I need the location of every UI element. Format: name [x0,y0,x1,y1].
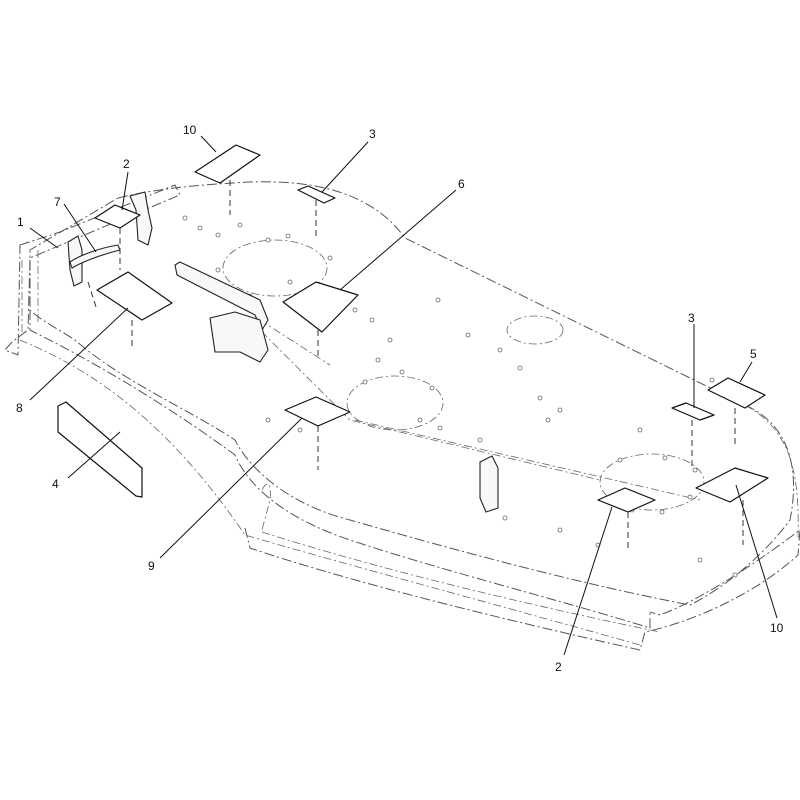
deck-rear-plate [4,184,181,356]
deck-right-edge [744,404,799,541]
side-tab [261,483,271,531]
callout-6: 6 [458,177,465,191]
deck-arm [174,261,269,331]
spindle-opening-center [346,375,444,431]
decal-10-front [695,467,769,503]
deck-front-bumper [244,527,800,651]
decal-10-rear [194,144,261,184]
deck-mounting-holes [182,215,738,578]
callouts: 1 2 7 10 3 6 8 4 9 3 5 10 2 [16,123,784,674]
decal-3-rear [297,185,336,204]
callout-5: 5 [750,347,757,361]
deck-rear-opening [506,315,564,345]
callout-1: 1 [17,215,24,229]
callout-7: 7 [54,195,61,209]
front-bracket [479,455,499,513]
decal-2-front [597,487,656,513]
placement-drop-lines [87,180,744,552]
decal-6 [282,281,359,333]
decal-5 [707,377,766,409]
mounting-block [209,311,269,363]
callout-3: 3 [369,127,376,141]
callout-3: 3 [688,311,695,325]
decal-9 [284,396,351,427]
callout-9: 9 [148,559,155,573]
decal-2-rear [94,204,141,229]
leader-lines [29,135,778,656]
deck-rear-plate-inner [21,250,39,335]
spindle-opening-right [599,453,705,511]
callout-2: 2 [123,157,130,171]
decal-3-front [671,402,715,421]
callout-10: 10 [183,123,197,137]
decals [57,144,769,513]
spindle-opening-left [222,239,328,297]
mower-deck [4,181,800,651]
callout-8: 8 [16,401,23,415]
callout-4: 4 [52,477,59,491]
deck-front-bumper-line [261,531,661,633]
callout-10: 10 [770,621,784,635]
callout-2: 2 [555,660,562,674]
decal-8 [96,271,173,321]
deck-baffle-lines [249,319,701,501]
deck-front-skirt [29,310,651,629]
deck-front-skirt-lower [19,339,641,646]
deck-top-outline [29,181,795,606]
